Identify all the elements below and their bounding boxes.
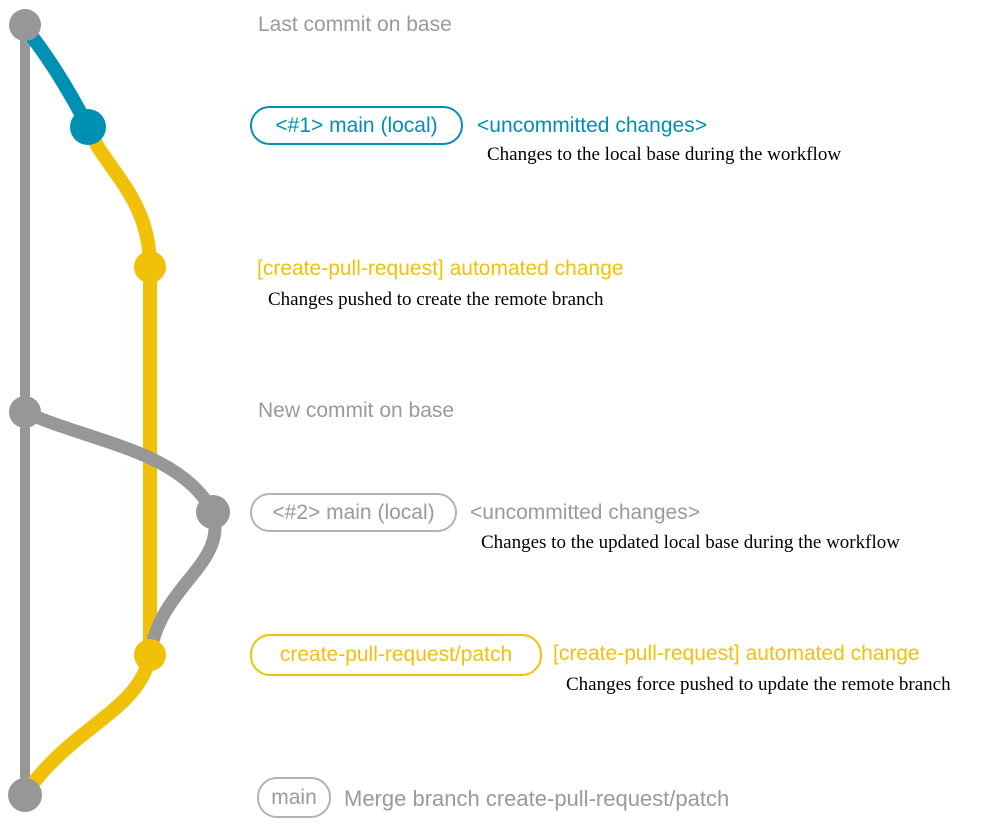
branch-badge-main: main [257,777,331,818]
branch-badge-main-local-2-label: <#2> main (local) [272,500,435,524]
commit-message-automated-change-1: [create-pull-request] automated change [257,257,624,280]
commit-merge [8,778,42,812]
branch-create-edge [81,120,157,274]
merge-edge [21,648,157,797]
commit-message-uncommitted-1: <uncommitted changes> [477,114,707,137]
rebase-edge [143,505,222,662]
commit-message-uncommitted-2: <uncommitted changes> [470,501,700,524]
caption-new-commit-on-base: New commit on base [258,399,455,422]
caption-last-commit-on-base: Last commit on base [258,13,452,36]
commit-message-merge-branch: Merge branch create-pull-request/patch [344,786,730,811]
branch-badge-main-local-1-label: <#1> main (local) [275,113,438,137]
commit-local-2 [196,495,230,529]
commit-new-on-base [9,396,41,428]
branch-badge-main-local-1: <#1> main (local) [250,106,463,145]
commit-last-on-base [9,9,41,41]
commit-note-automated-change-1: Changes pushed to create the remote bran… [268,289,604,310]
branch-badge-main-local-2: <#2> main (local) [250,493,457,532]
base-update-edge [18,405,220,519]
commit-note-uncommitted-1: Changes to the local base during the wor… [487,144,842,165]
commit-message-automated-change-2: [create-pull-request] automated change [553,642,920,665]
commit-note-automated-change-2: Changes force pushed to update the remot… [566,674,951,695]
commit-branch-2 [134,639,166,671]
commit-branch-1 [134,251,166,283]
branch-badge-create-pull-request-patch-label: create-pull-request/patch [279,643,513,666]
commit-local-1 [70,109,106,145]
branch-badge-create-pull-request-patch: create-pull-request/patch [250,634,542,676]
branch-badge-main-label: main [271,785,317,809]
commit-note-uncommitted-2: Changes to the updated local base during… [481,532,900,553]
